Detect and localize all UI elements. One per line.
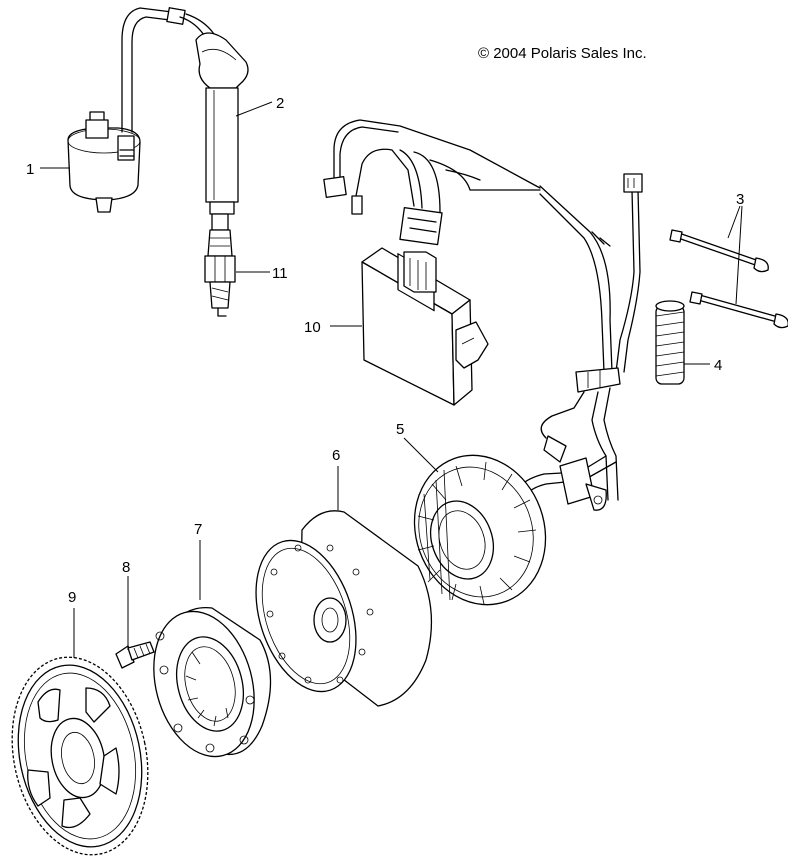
callout-6: 6	[332, 447, 340, 464]
starter-gear	[11, 656, 149, 856]
copyright-notice: © 2004 Polaris Sales Inc.	[478, 45, 647, 62]
bolt	[115, 641, 155, 669]
callout-3: 3	[736, 191, 744, 208]
stator	[413, 454, 547, 606]
starter-clutch	[153, 606, 272, 758]
spring-spacer	[655, 300, 685, 385]
spark-plug-boot	[195, 32, 249, 215]
flywheel	[255, 510, 433, 707]
spark-plug	[204, 213, 236, 317]
harness-straps	[669, 229, 788, 329]
callout-5: 5	[396, 421, 404, 438]
callout-2: 2	[276, 95, 284, 112]
callout-7: 7	[194, 521, 202, 538]
callout-11: 11	[272, 265, 288, 282]
wiring-harness	[323, 119, 643, 511]
callout-lines	[40, 101, 743, 658]
callout-1: 1	[26, 161, 34, 178]
callout-4: 4	[714, 357, 722, 374]
cdi-module	[361, 247, 489, 406]
ignition-coil	[67, 111, 141, 213]
callout-9: 9	[68, 589, 76, 606]
callout-10: 10	[304, 319, 321, 336]
callout-8: 8	[122, 559, 130, 576]
